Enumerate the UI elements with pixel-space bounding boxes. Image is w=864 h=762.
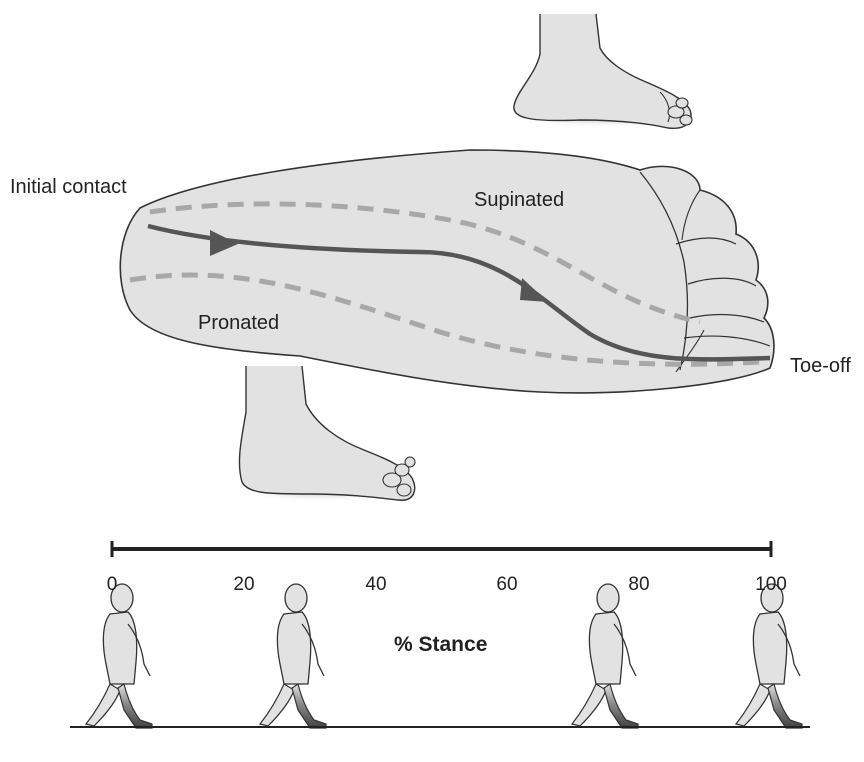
walking-figure-icon <box>736 584 802 728</box>
top-foot-side-view <box>510 14 692 128</box>
walking-figure-icon <box>86 584 152 728</box>
pronated-label: Pronated <box>198 312 279 335</box>
bottom-foot-side-view <box>238 366 415 502</box>
tick-label: 80 <box>628 574 649 596</box>
foot-side-icon <box>514 14 691 128</box>
tick-label: 100 <box>755 574 787 596</box>
stance-axis <box>112 541 771 557</box>
tick-label: 20 <box>233 574 254 596</box>
toe-off-label: Toe-off <box>790 355 851 378</box>
walking-figure-icon <box>260 584 326 728</box>
footprint <box>120 150 774 393</box>
supinated-label: Supinated <box>474 189 564 212</box>
tick-label: 60 <box>496 574 517 596</box>
initial-contact-label: Initial contact <box>10 176 127 199</box>
walking-figure-icon <box>572 584 638 728</box>
axis-title: % Stance <box>394 633 487 657</box>
tick-label: 0 <box>107 574 118 596</box>
tick-label: 40 <box>365 574 386 596</box>
